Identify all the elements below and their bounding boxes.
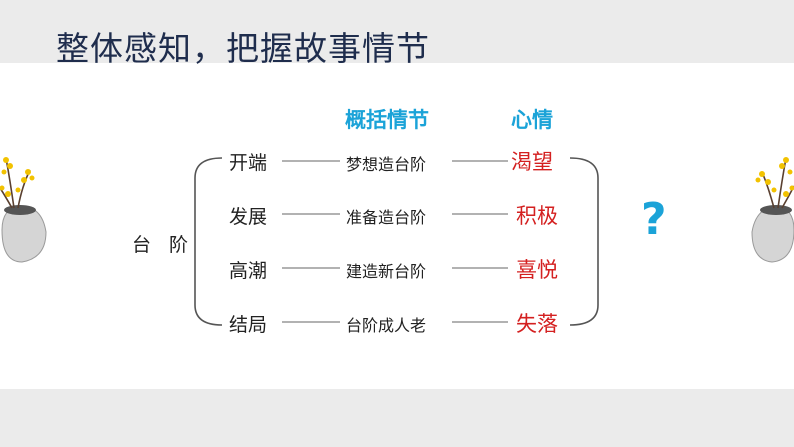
stage-label: 高潮 [229, 260, 268, 282]
left-brace [194, 157, 223, 326]
stage-label: 发展 [229, 206, 268, 228]
event-summary: 建造新台阶 [346, 262, 427, 281]
mood-label: 渴望 [511, 150, 553, 174]
main-topic-label: 台 阶 [132, 234, 195, 256]
mood-label: 失落 [516, 312, 558, 336]
page-title: 整体感知，把握故事情节 [56, 29, 430, 68]
event-summary: 准备造台阶 [346, 208, 427, 227]
content-panel [0, 63, 794, 389]
header-mood: 心情 [511, 108, 553, 132]
event-summary: 台阶成人老 [346, 316, 427, 335]
event-summary: 梦想造台阶 [346, 155, 427, 174]
flower-vase-icon-left [0, 157, 47, 263]
header-summary: 概括情节 [345, 108, 429, 132]
question-mark: ? [641, 194, 667, 245]
stage-label: 结局 [229, 314, 268, 336]
mood-label: 喜悦 [516, 258, 558, 282]
stage-label: 开端 [229, 152, 268, 174]
mood-label: 积极 [516, 204, 558, 228]
flower-vase-icon-right [751, 157, 794, 263]
right-brace [569, 157, 599, 326]
